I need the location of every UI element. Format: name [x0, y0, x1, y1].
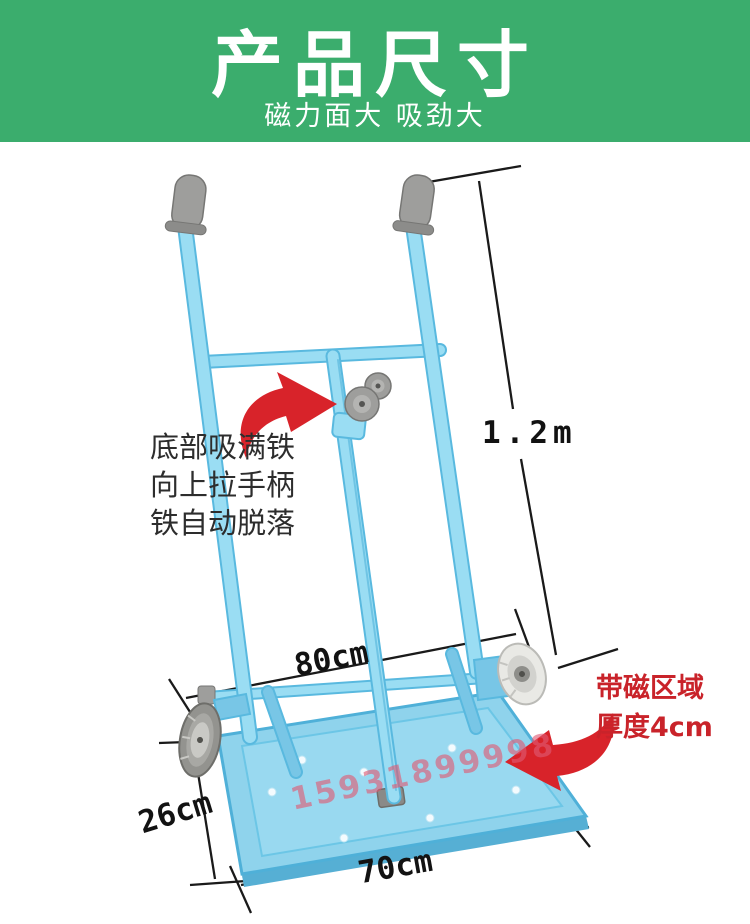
usage-note-line3: 铁自动脱落 [150, 506, 296, 540]
header-banner: 产品尺寸 磁力面大 吸劲大 [0, 0, 750, 142]
handle-grip-right [392, 174, 435, 236]
usage-note-line2: 向上拉手柄 [150, 468, 296, 502]
magnet-area-note-line2: 厚度4cm [596, 712, 713, 743]
usage-note-line1: 底部吸满铁 [150, 430, 296, 464]
cart-magnet-base-plate [216, 690, 589, 887]
dim-line-height [416, 164, 619, 670]
magnet-area-note: 带磁区域 厚度4cm [596, 669, 713, 747]
red-arrow-to-base-icon [505, 713, 614, 791]
handle-grip-left [164, 174, 207, 236]
cart-left-tube [177, 218, 258, 745]
cart-frame [177, 218, 485, 805]
cart-left-wheel [178, 692, 252, 778]
red-arrow-to-pulley-icon [240, 372, 337, 458]
cart-release-pulley [331, 372, 392, 441]
bolt-dots [267, 743, 521, 843]
cart-right-wheel [472, 642, 547, 706]
magnet-area-note-line1: 带磁区域 [596, 673, 704, 704]
usage-note: 底部吸满铁 向上拉手柄 铁自动脱落 [150, 428, 295, 542]
page-subtitle: 磁力面大 吸劲大 [264, 101, 486, 132]
cart-support-struts [261, 647, 483, 779]
dim-label-height: 1.2m [482, 415, 577, 451]
page-title: 产品尺寸 [210, 23, 539, 107]
cart-right-tube [405, 218, 485, 680]
